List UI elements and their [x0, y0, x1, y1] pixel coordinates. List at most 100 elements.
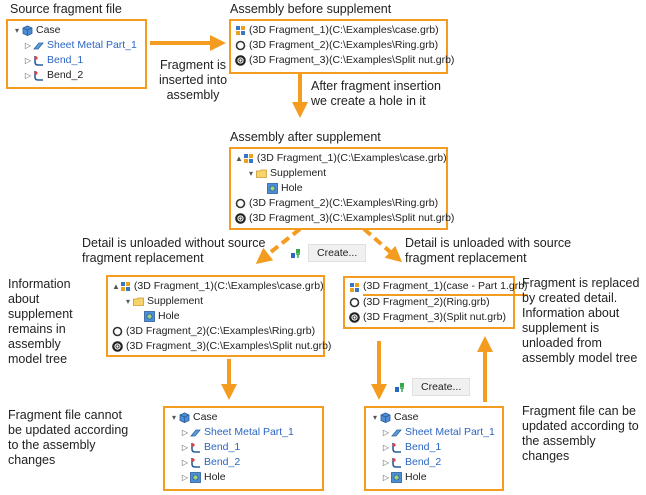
tree-row[interactable]: ▷ Hole: [169, 470, 318, 485]
tree-row[interactable]: ▲ (3D Fragment_1)(C:\Examples\case.grb): [112, 279, 324, 294]
sheet-metal-icon: [190, 427, 201, 438]
tree-row[interactable]: ▾Case: [169, 410, 318, 425]
tree-row-label: Supplement: [270, 167, 327, 179]
expand-toggle-icon[interactable]: ▷: [24, 41, 32, 50]
fragment-icon: [120, 281, 131, 292]
note-unloaded-without: Detail is unloaded without source fragme…: [82, 236, 266, 265]
hole-icon: [190, 472, 201, 483]
tree-row-label: Sheet Metal Part_1: [204, 426, 294, 438]
after-tree: ▲ (3D Fragment_1)(C:\Examples\case.grb)▾ S…: [229, 147, 454, 230]
tree-row[interactable]: Hole: [112, 309, 319, 324]
tree-row[interactable]: ▾ Case: [12, 23, 141, 38]
tree-row-label: (3D Fragment_1)(C:\Examples\case.grb): [133, 280, 324, 292]
tree-row[interactable]: (3D Fragment_3)(C:\Examples\Split nut.gr…: [112, 339, 331, 354]
expand-toggle-icon[interactable]: ▷: [24, 71, 32, 80]
nut-icon: [235, 55, 246, 66]
expand-toggle-icon[interactable]: ▷: [24, 56, 32, 65]
tree-row-label: (3D Fragment_3)(C:\Examples\Split nut.gr…: [249, 54, 455, 66]
tree-row[interactable]: ▷ Bend_1: [169, 440, 318, 455]
tree-row[interactable]: ▾Case: [370, 410, 498, 425]
tree-row-label: (3D Fragment_3)(Split nut.grb): [363, 311, 506, 323]
tree-row-label: Bend_1: [204, 441, 241, 453]
expand-toggle-icon[interactable]: ▲: [112, 282, 120, 291]
expand-toggle-icon[interactable]: ▷: [181, 458, 189, 467]
tree-row-label: (3D Fragment_2)(C:\Examples\Ring.grb): [249, 39, 439, 51]
tree-row-label: Bend_1: [405, 441, 442, 453]
tree-row[interactable]: ▾ Supplement: [235, 166, 442, 181]
tree-row-label: Case: [36, 24, 61, 36]
tree-row-label: Hole: [281, 182, 303, 194]
nut-icon: [112, 341, 123, 352]
sheet-metal-icon: [33, 40, 44, 51]
create-button-bottom[interactable]: Create...: [412, 378, 471, 396]
expand-toggle-icon[interactable]: ▷: [181, 428, 189, 437]
before-tree: (3D Fragment_1)(C:\Examples\case.grb)(3D…: [229, 19, 454, 74]
expand-toggle-icon[interactable]: ▷: [181, 473, 189, 482]
sheet-metal-icon: [391, 427, 402, 438]
source-caption: Source fragment file: [10, 2, 122, 16]
ring-icon: [349, 297, 360, 308]
add-fragment-icon: [291, 248, 300, 258]
after-caption: Assembly after supplement: [230, 130, 381, 144]
create-button-top[interactable]: Create...: [308, 244, 367, 262]
tree-row[interactable]: ▷ Bend_1: [12, 53, 141, 68]
note-cannot-update: Fragment file cannot be updated accordin…: [8, 408, 129, 467]
tree-row[interactable]: ▲ (3D Fragment_1)(C:\Examples\case.grb): [235, 151, 447, 166]
expand-toggle-icon[interactable]: ▷: [382, 458, 390, 467]
tree-row[interactable]: (3D Fragment_2)(C:\Examples\Ring.grb): [235, 38, 442, 53]
tree-row-label: (3D Fragment_1)(case - Part 1.grb): [363, 279, 528, 296]
before-caption: Assembly before supplement: [230, 2, 392, 16]
hole-icon: [267, 183, 278, 194]
tree-row[interactable]: (3D Fragment_2)(Ring.grb): [349, 295, 509, 310]
tree-row-label: Bend_2: [204, 456, 241, 468]
expand-toggle-icon[interactable]: ▷: [382, 428, 390, 437]
tree-row-label: (3D Fragment_3)(C:\Examples\Split nut.gr…: [249, 212, 455, 224]
tree-row[interactable]: (3D Fragment_3)(C:\Examples\Split nut.gr…: [235, 211, 454, 226]
tree-row[interactable]: ▾ Supplement: [112, 294, 319, 309]
tree-row[interactable]: ▷Bend_2: [370, 455, 498, 470]
expand-toggle-icon[interactable]: ▾: [125, 297, 130, 306]
expand-toggle-icon[interactable]: ▾: [14, 26, 19, 35]
expand-toggle-icon[interactable]: ▾: [171, 413, 176, 422]
expand-toggle-icon[interactable]: ▷: [382, 443, 390, 452]
tree-row[interactable]: (3D Fragment_2)(C:\Examples\Ring.grb): [112, 324, 319, 339]
expand-toggle-icon[interactable]: ▲: [235, 154, 243, 163]
folder-icon: [256, 168, 267, 179]
tree-row[interactable]: Hole: [235, 181, 442, 196]
nut-icon: [235, 213, 246, 224]
note-inserted: Fragment is inserted into assembly: [158, 58, 228, 102]
right-tree: (3D Fragment_1)(case - Part 1.grb)(3D Fr…: [343, 276, 528, 329]
tree-row[interactable]: ▷ Hole: [370, 470, 498, 485]
tree-row[interactable]: (3D Fragment_1)(case - Part 1.grb): [349, 280, 528, 296]
tree-row[interactable]: (3D Fragment_1)(C:\Examples\case.grb): [235, 23, 442, 38]
tree-row-label: Hole: [204, 471, 226, 483]
tree-row[interactable]: ▷ Bend_2: [169, 455, 318, 470]
expand-toggle-icon[interactable]: ▷: [382, 473, 390, 482]
part-icon: [380, 412, 391, 423]
nut-icon: [349, 312, 360, 323]
create-control-bottom: Create...: [394, 378, 471, 396]
tree-row-label: Supplement: [147, 295, 204, 307]
note-info-remains: Information about supplement remains in …: [8, 277, 73, 366]
tree-row-label: Hole: [158, 310, 180, 322]
tree-row[interactable]: ▷ Bend_1: [370, 440, 498, 455]
tree-row[interactable]: ▷ Sheet Metal Part_1: [370, 425, 498, 440]
expand-toggle-icon[interactable]: ▷: [181, 443, 189, 452]
tree-row-label: Hole: [405, 471, 427, 483]
tree-row[interactable]: ▷Sheet Metal Part_1: [12, 38, 141, 53]
tree-row[interactable]: (3D Fragment_2)(C:\Examples\Ring.grb): [235, 196, 442, 211]
expand-toggle-icon[interactable]: ▾: [372, 413, 377, 422]
tree-row[interactable]: ▷Bend_2: [12, 68, 141, 83]
tree-row-label: Sheet Metal Part_1: [405, 426, 495, 438]
tree-row-label: (3D Fragment_1)(C:\Examples\case.grb): [256, 152, 447, 164]
tree-row[interactable]: (3D Fragment_3)(C:\Examples\Split nut.gr…: [235, 53, 454, 68]
left-tree: ▲ (3D Fragment_1)(C:\Examples\case.grb)▾ S…: [106, 275, 331, 357]
expand-toggle-icon[interactable]: ▾: [248, 169, 253, 178]
hole-icon: [144, 311, 155, 322]
tree-row[interactable]: ▷ Sheet Metal Part_1: [169, 425, 318, 440]
bottom-left-tree: ▾Case ▷ Sheet Metal Part_1 ▷ Bend_1 ▷ Bend_2 ▷ H…: [163, 406, 324, 491]
fragment-icon: [235, 25, 246, 36]
tree-row[interactable]: (3D Fragment_3)(Split nut.grb): [349, 310, 509, 325]
tree-row-label: Bend_1: [47, 54, 84, 66]
